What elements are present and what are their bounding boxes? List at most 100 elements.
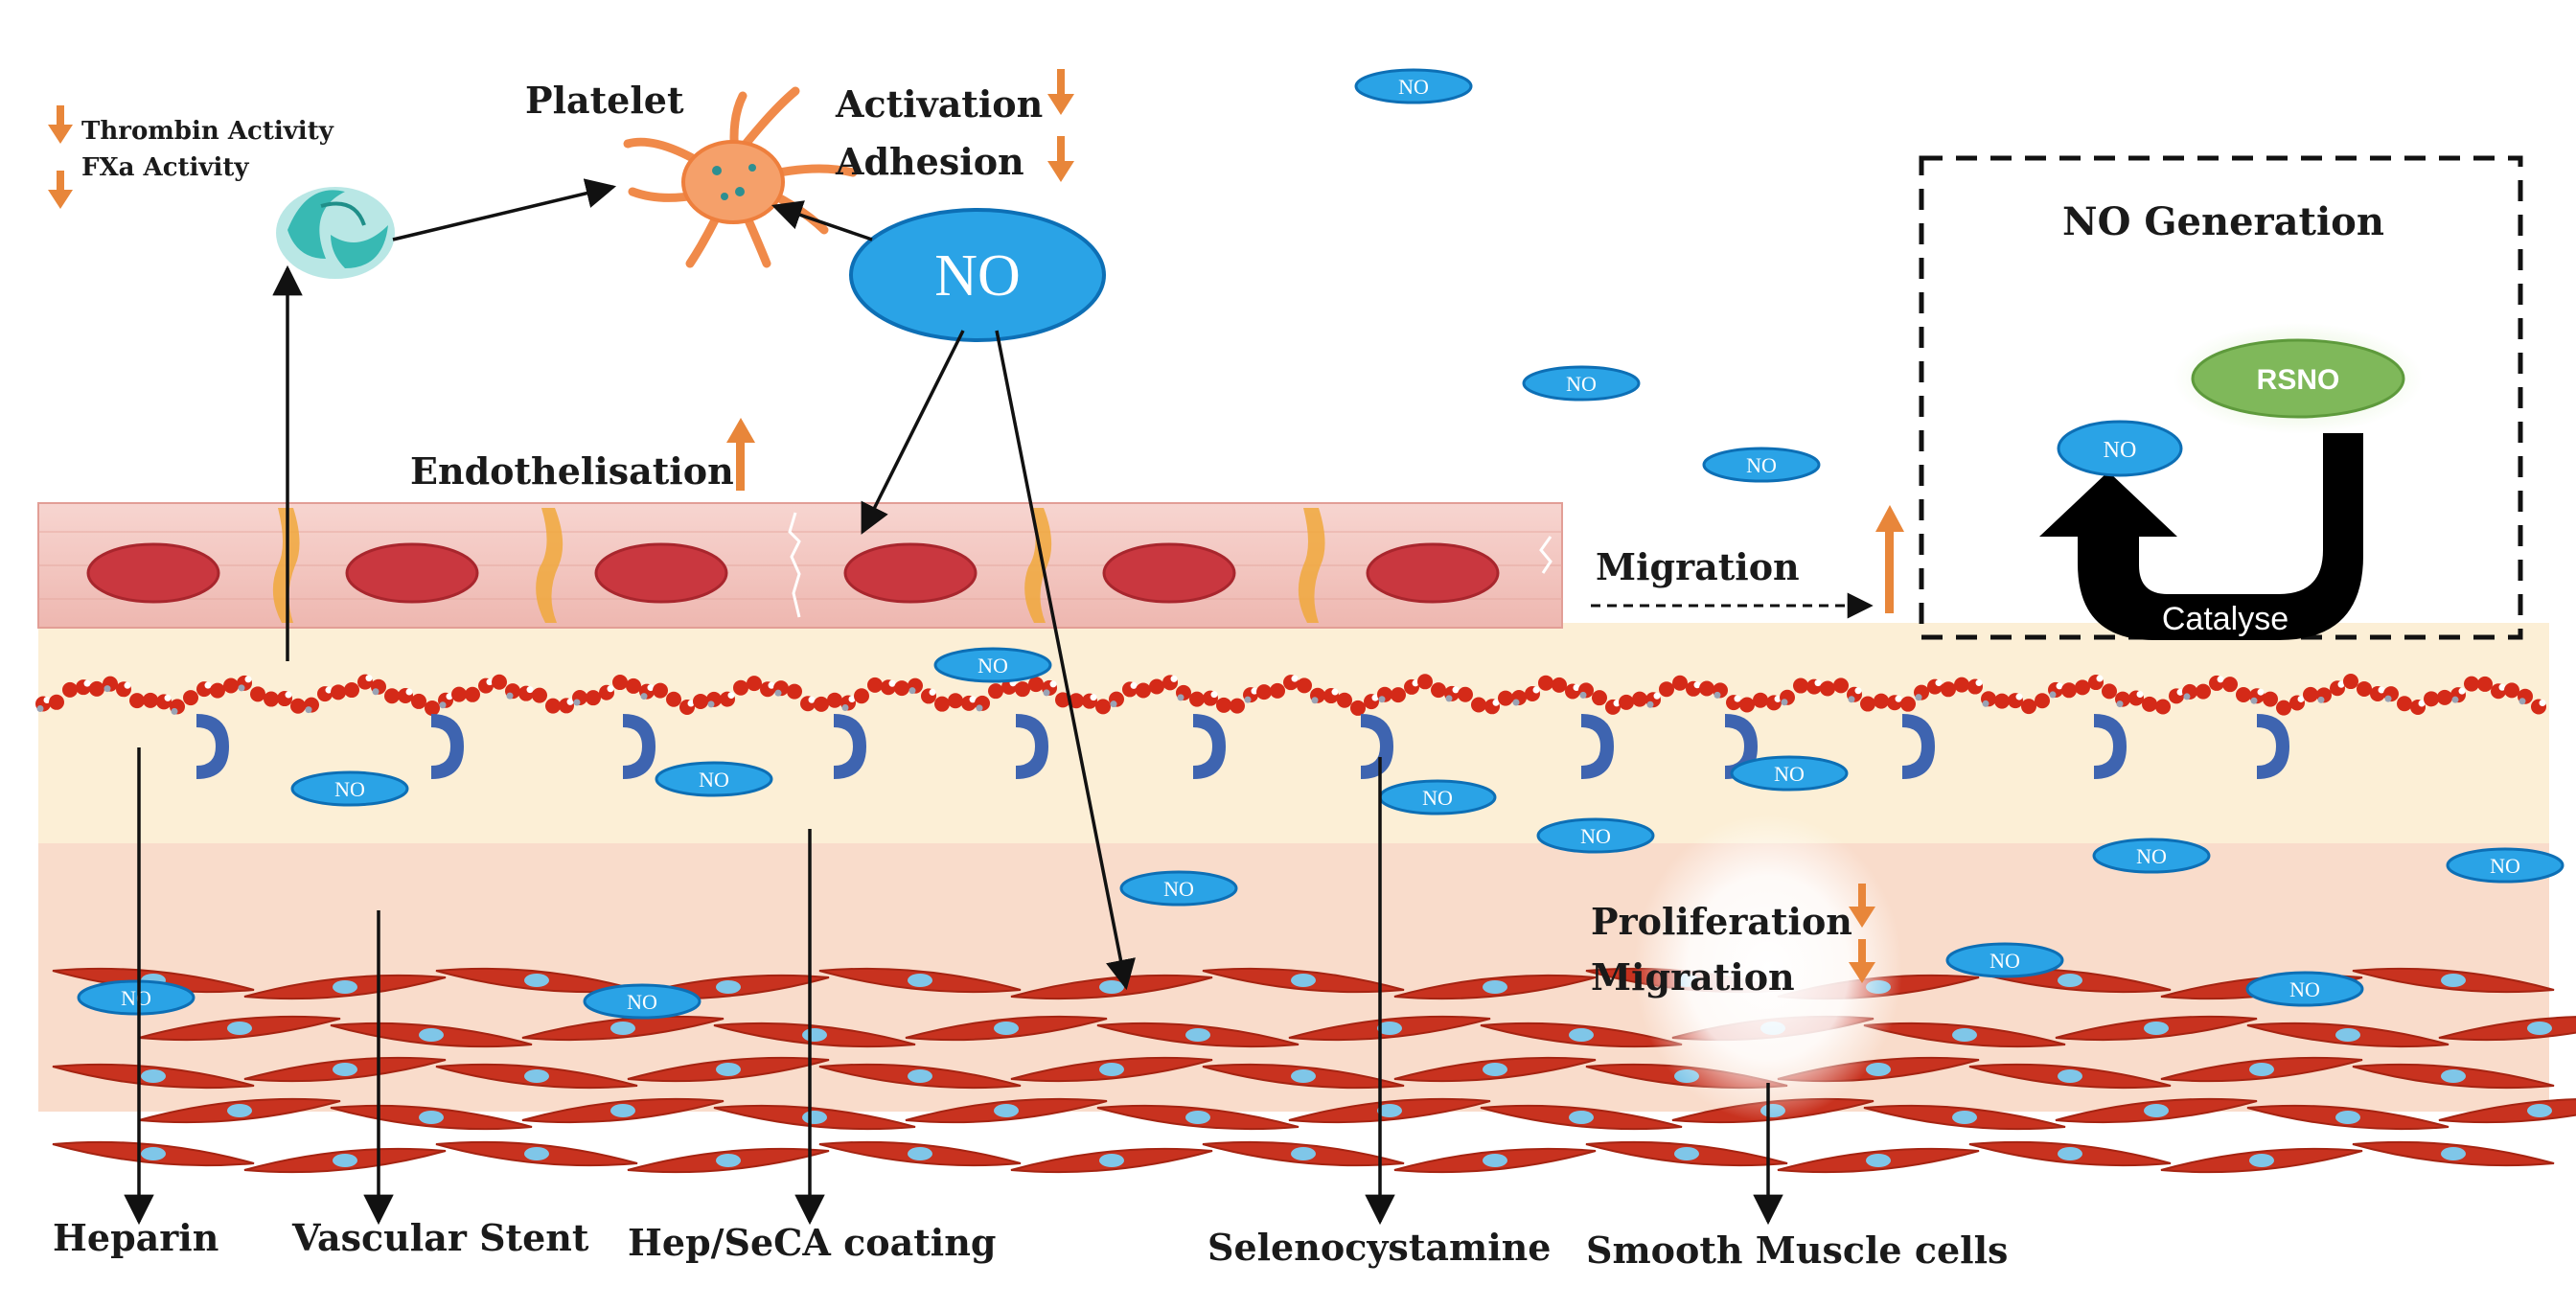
- fxa-activity-label: FXa Activity: [81, 153, 249, 182]
- heparin-atom: [1251, 687, 1258, 695]
- no-molecule: [290, 770, 409, 807]
- heparin-bead: [2142, 696, 2157, 712]
- heparin-bead: [948, 693, 963, 709]
- heparin-atom: [1492, 699, 1500, 706]
- coating-band: [38, 623, 2549, 862]
- heparin-bead: [331, 684, 346, 700]
- smooth-muscle-cells-label: Smooth Muscle cells: [1586, 1229, 2008, 1272]
- heparin-bead: [89, 680, 104, 697]
- heparin-atom: [848, 696, 856, 703]
- heparin-atom: [2049, 691, 2057, 699]
- heparin-bead: [1149, 678, 1164, 695]
- no-molecule: [1119, 870, 1238, 907]
- heparin-atom: [1130, 681, 1138, 689]
- heparin-atom: [104, 685, 111, 693]
- heparin-bead: [1538, 675, 1553, 691]
- no-molecule-label: NO: [978, 654, 1008, 677]
- migration-bottom-label: Migration: [1591, 955, 1795, 999]
- heparin-bead: [62, 681, 78, 698]
- heparin-bead: [1739, 697, 1755, 713]
- smooth-muscle-nucleus: [1099, 980, 1124, 994]
- selenocystamine-hook: [623, 714, 656, 779]
- smooth-muscle-nucleus: [333, 1154, 357, 1167]
- no-molecule-label: NO: [1398, 75, 1429, 99]
- heparin-atom: [325, 686, 333, 694]
- heparin-atom: [929, 688, 936, 696]
- smooth-muscle-nucleus: [419, 1111, 444, 1124]
- selenocystamine-hooks: [196, 714, 2289, 779]
- no-molecule: [1945, 942, 2064, 978]
- smooth-muscle-nucleus: [1952, 1028, 1977, 1042]
- heparin-bead: [1552, 677, 1567, 693]
- heparin-atom: [305, 706, 312, 714]
- heparin-atom: [171, 707, 178, 715]
- no-molecule-label: NO: [699, 768, 729, 792]
- heparin-bead: [264, 691, 279, 707]
- heparin-atom: [640, 693, 648, 700]
- heparin-bead: [250, 686, 265, 702]
- heparin-atom: [1734, 695, 1741, 702]
- heparin-atom: [647, 684, 655, 692]
- heparin-bead: [1431, 682, 1446, 699]
- selenocystamine-hook: [1016, 714, 1048, 779]
- heparin-bead: [344, 682, 359, 699]
- heparin-atom: [506, 692, 514, 700]
- heparin-bead: [1672, 675, 1688, 691]
- no-molecule-label: NO: [2490, 854, 2520, 878]
- smooth-muscle-nucleus: [2527, 1022, 2552, 1035]
- smooth-muscle-nucleus: [802, 1111, 827, 1124]
- heparin-atom: [372, 688, 380, 696]
- heparin-atom: [1693, 681, 1701, 689]
- activation-label: Activation: [835, 82, 1043, 126]
- heparin-bead: [1297, 677, 1312, 694]
- selenocystamine-hook: [2094, 714, 2127, 779]
- rsno-molecule: [2191, 338, 2405, 419]
- smooth-muscle-nucleus: [610, 1104, 635, 1117]
- heparin-atom: [774, 689, 782, 697]
- heparin-atom: [1848, 696, 1855, 703]
- endothelial-layer: [37, 502, 1563, 629]
- heparin-bead: [1659, 681, 1674, 698]
- black-arrows: [124, 178, 1783, 1226]
- heparin-atom: [439, 701, 447, 709]
- heparin-bead: [425, 700, 440, 716]
- heparin-atom: [285, 691, 292, 699]
- heparin-bead: [2504, 682, 2519, 699]
- catalyse-label: Catalyse: [2162, 601, 2288, 637]
- smooth-muscle-nucleus: [2335, 1028, 2360, 1042]
- heparin-bead: [2075, 679, 2090, 696]
- heparin-atom: [2337, 680, 2345, 688]
- heparin-bead: [1954, 677, 1969, 693]
- heparin-bead: [1216, 697, 1231, 713]
- heparin-atom: [1210, 691, 1218, 699]
- heparin-bead: [867, 677, 883, 693]
- heparin-atom: [2217, 676, 2224, 683]
- heparin-bead: [693, 693, 708, 709]
- smooth-muscle-nucleus: [2144, 1104, 2169, 1117]
- smooth-muscle-nucleus: [716, 1154, 741, 1167]
- heparin-bead: [1941, 681, 1956, 698]
- heparin-atom: [1975, 679, 1983, 687]
- thrombin-activity-label: Thrombin Activity: [81, 117, 334, 146]
- heparin-atom: [2297, 695, 2305, 702]
- heparin-atom: [1935, 679, 1943, 687]
- heparin-atom: [1331, 688, 1339, 696]
- heparin-bead: [1471, 697, 1486, 713]
- heparin-bead: [1055, 692, 1070, 708]
- smooth-muscle-nucleus: [1483, 980, 1507, 994]
- heparin-atom: [1371, 694, 1379, 701]
- heparin-atom: [1781, 699, 1788, 706]
- heparin-bead: [787, 683, 802, 700]
- smooth-muscle-nucleus: [2249, 1063, 2274, 1076]
- heparin-atom: [2015, 693, 2023, 700]
- heparin-atom: [888, 679, 896, 687]
- heparin-atom: [2257, 688, 2265, 696]
- heparin-bead: [1793, 677, 1808, 694]
- heparin-atom: [43, 696, 51, 703]
- heparin-bead: [1136, 682, 1151, 699]
- heparin-atom: [2250, 697, 2258, 704]
- smooth-muscle-nucleus: [227, 1104, 252, 1117]
- heparin-bead: [1230, 698, 1245, 714]
- heparin-atom: [244, 676, 252, 683]
- smooth-muscle-nucleus: [1483, 1063, 1507, 1076]
